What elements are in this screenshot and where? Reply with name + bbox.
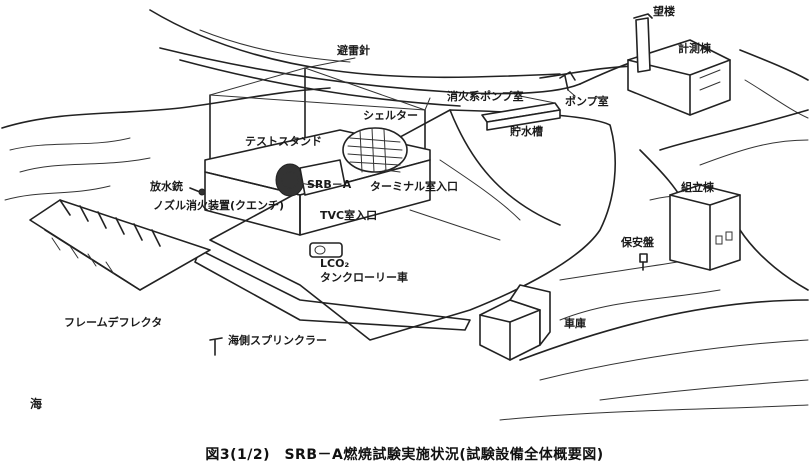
label-fire-pump-room: 消火系ポンプ室 xyxy=(447,90,524,103)
garage xyxy=(479,284,551,361)
label-pump-room: ポンプ室 xyxy=(565,95,609,108)
srb-a-motor xyxy=(275,159,346,197)
leader-lines xyxy=(299,57,576,188)
label-watchtower: 望楼 xyxy=(653,5,675,18)
label-frame-deflector: フレームデフレクタ xyxy=(64,316,163,329)
label-sea: 海 xyxy=(30,397,43,411)
security-panel xyxy=(639,253,648,271)
label-water-gun: 放水銃 xyxy=(150,180,183,193)
label-seaside-sprinkler: 海側スプリンクラー xyxy=(228,334,327,347)
label-instrument-building: 計測棟 xyxy=(678,42,711,55)
watchtower xyxy=(633,13,653,73)
assembly-building xyxy=(669,184,741,271)
label-assembly-building: 組立棟 xyxy=(681,181,714,194)
label-srb-a: SRB－A xyxy=(307,178,352,191)
label-garage: 車庫 xyxy=(564,317,586,330)
terrain-hills xyxy=(1,9,809,421)
label-lco2-tank-truck: LCO₂ タンクローリー車 xyxy=(320,257,408,284)
label-water-tank: 貯水槽 xyxy=(510,125,543,138)
shelter xyxy=(342,127,408,173)
frame-deflector xyxy=(29,199,211,291)
lco2-tank-truck xyxy=(309,242,343,258)
seaside-sprinkler xyxy=(209,337,223,356)
label-nozzle-quench: ノズル消火装置(クエンチ) xyxy=(153,199,285,212)
label-lightning-rod: 避雷針 xyxy=(337,44,370,57)
label-tvc-room-entrance: TVC室入口 xyxy=(320,209,378,222)
label-shelter: シェルター xyxy=(363,109,418,122)
label-terminal-room-entrance: ターミナル室入口 xyxy=(370,180,458,193)
lightning-rod xyxy=(209,67,426,161)
pump-room xyxy=(559,71,576,91)
water-gun xyxy=(189,187,206,196)
label-security-panel: 保安盤 xyxy=(621,236,654,249)
water-tank xyxy=(481,102,561,131)
label-test-stand: テストスタンド xyxy=(245,135,322,148)
figure-caption: 図3(1/2) SRB－A燃焼試験実施状況(試験設備全体概要図) xyxy=(205,447,604,463)
